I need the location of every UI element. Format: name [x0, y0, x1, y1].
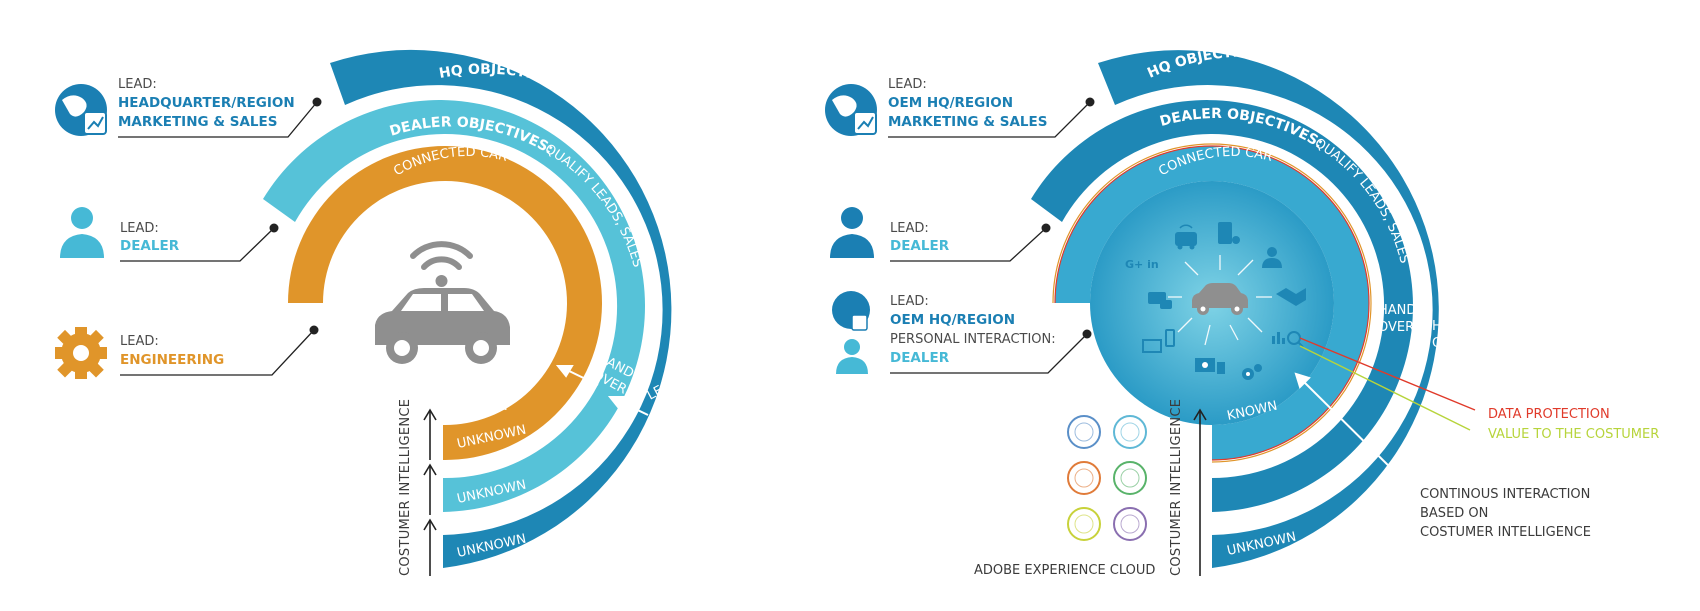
adobe-cloud-inner-icon: [1120, 514, 1140, 534]
hand-over-label-4: OVER: [1432, 336, 1468, 351]
lead-name: ENGINEERING: [120, 352, 224, 368]
adobe-cloud-inner-icon: [1120, 422, 1140, 442]
lead-name: OEM HQ/REGION: [890, 312, 1015, 328]
lead-engineering-callout: LEAD: ENGINEERING: [55, 325, 319, 379]
service-rays: [1168, 255, 1272, 346]
settings-gears-icon: [1242, 364, 1262, 380]
wifi-icon: [410, 241, 473, 287]
hand-over-label: HAND: [1378, 303, 1416, 318]
person-icon: [836, 339, 868, 374]
lead-prefix: LEAD:: [120, 334, 159, 349]
adobe-cloud-inner-icon: [1074, 422, 1094, 442]
lead-name-2: MARKETING & SALES: [888, 114, 1047, 130]
value-to-costumer-label: VALUE TO THE COSTUMER: [1488, 427, 1659, 442]
continuous-label-1: CONTINOUS INTERACTION: [1420, 487, 1590, 502]
lead-name-3: DEALER: [890, 350, 950, 366]
adobe-experience-cloud-label: ADOBE EXPERIENCE CLOUD: [974, 563, 1155, 578]
value-line: [1299, 345, 1471, 431]
adobe-cloud-circle-icon: [1113, 507, 1147, 541]
costumer-intelligence-label: COSTUMER INTELLIGENCE: [1169, 399, 1184, 576]
chat-icon: [1148, 292, 1172, 309]
data-protection-line: [1299, 337, 1476, 411]
agent-icon: [1262, 247, 1282, 268]
adobe-cloud-circle-icon: [1067, 507, 1101, 541]
handover-arrow-1: [555, 365, 599, 386]
lead-dealer-callout: LEAD: DEALER: [830, 207, 1051, 262]
adobe-cloud-inner-icon: [1074, 514, 1094, 534]
lead-name: OEM HQ/REGION: [888, 95, 1013, 111]
adobe-cloud-circle-icon: [1067, 415, 1101, 449]
car-icon: [375, 288, 510, 364]
lead-oem-dealer-callout: LEAD: OEM HQ/REGION PERSONAL INTERACTION…: [832, 291, 1092, 374]
data-protection-label: DATA PROTECTION: [1488, 407, 1610, 422]
continuous-interaction-arrow: [1294, 372, 1411, 488]
adobe-cloud-inner-icon: [1120, 468, 1140, 488]
connected-car-outline-2: [1052, 143, 1372, 463]
lead-interaction: PERSONAL INTERACTION:: [890, 332, 1056, 347]
money-icon: [1195, 358, 1225, 374]
gear-icon: [55, 327, 107, 379]
intelligence-arrows: [423, 408, 437, 576]
handshake-icon: [1276, 288, 1306, 306]
car-icon: [1192, 283, 1248, 315]
service-icons: G+ in: [1125, 222, 1306, 380]
lead-hq-callout: LEAD: HEADQUARTER/REGION MARKETING & SAL…: [55, 77, 322, 138]
lead-name-2: MARKETING & SALES: [118, 114, 277, 130]
lead-prefix: LEAD:: [890, 294, 929, 309]
lead-prefix: LEAD:: [118, 77, 157, 92]
devices-icon: [1142, 329, 1175, 353]
left-diagram: HQ OBJECTIVES: LEAD GENERATION, BRAND BU…: [55, 49, 730, 576]
taxi-icon: [1175, 224, 1197, 250]
lead-name: DEALER: [120, 238, 180, 254]
adobe-cloud-circle-icon: [1067, 461, 1101, 495]
right-diagram: HQ OBJECTIVES: LEAD GENERATION, BRAND BU…: [825, 44, 1659, 578]
tablet-touch-icon: [1218, 222, 1240, 244]
intelligence-arrow: [1193, 408, 1207, 576]
lead-prefix: LEAD:: [120, 221, 159, 236]
handover-arrow-2: [607, 396, 649, 416]
costumer-intelligence-label: COSTUMER INTELLIGENCE: [398, 399, 413, 576]
lead-dealer-callout: LEAD: DEALER: [60, 207, 279, 262]
person-icon: [830, 207, 874, 258]
adobe-cloud-icons: [1067, 415, 1147, 541]
lead-name: DEALER: [890, 238, 950, 254]
hand-over-label-3: HAND: [1432, 319, 1470, 334]
lead-name: HEADQUARTER/REGION: [118, 95, 295, 111]
lead-prefix: LEAD:: [890, 221, 929, 236]
lead-oem-hq-callout: LEAD: OEM HQ/REGION MARKETING & SALES: [825, 77, 1095, 138]
continuous-label-3: COSTUMER INTELLIGENCE: [1420, 525, 1591, 540]
lead-ring-label: LEAD: [645, 374, 682, 403]
adobe-cloud-circle-icon: [1113, 415, 1147, 449]
connected-car-outline: [1054, 145, 1370, 461]
continuous-label-2: BASED ON: [1420, 506, 1488, 521]
adobe-cloud-inner-icon: [1074, 468, 1094, 488]
social-icons: G+ in: [1125, 258, 1159, 271]
lead-prefix: LEAD:: [888, 77, 927, 92]
person-icon: [60, 207, 104, 258]
adobe-cloud-circle-icon: [1113, 461, 1147, 495]
hand-over-label-2: OVER: [1378, 320, 1414, 335]
